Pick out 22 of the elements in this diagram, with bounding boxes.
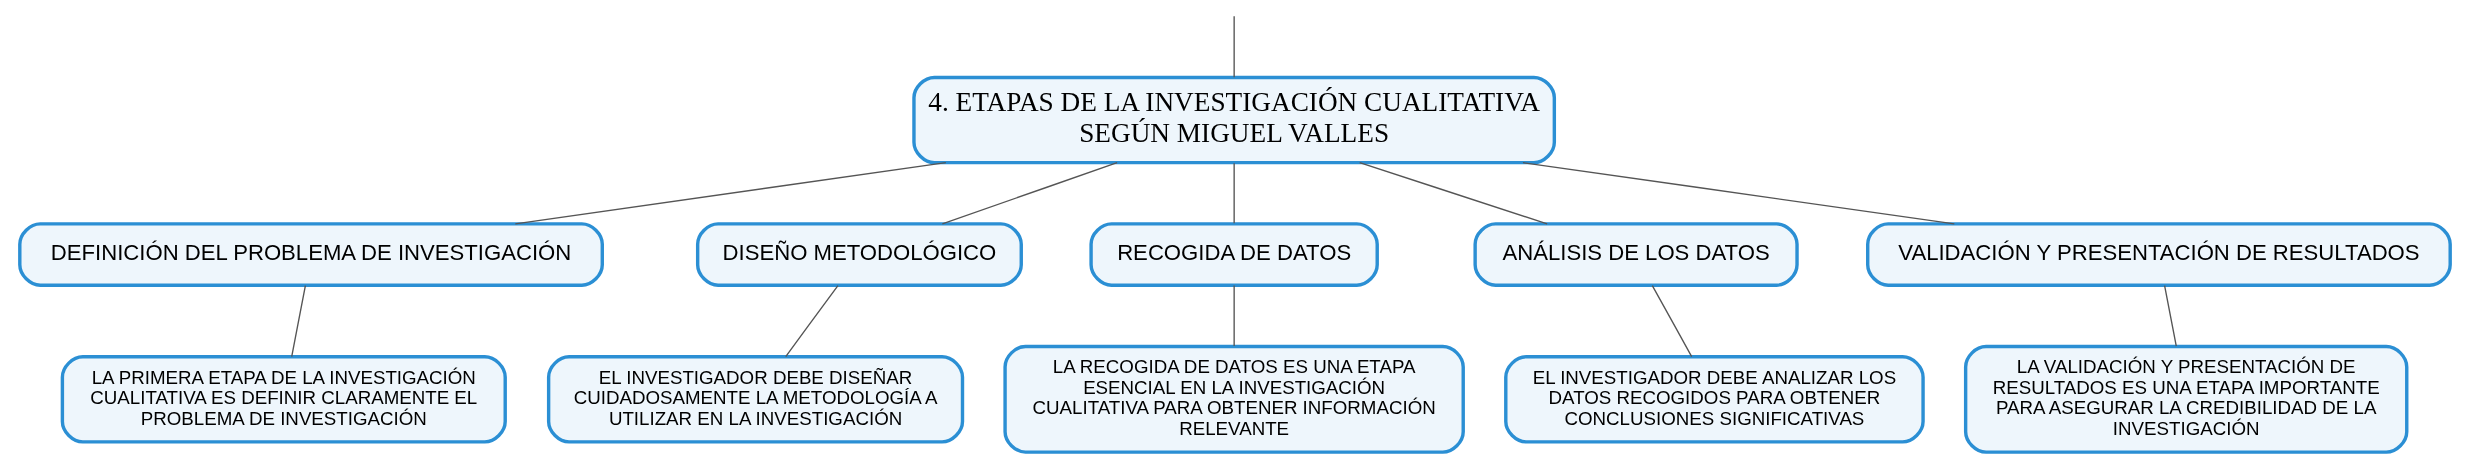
connector <box>784 284 839 358</box>
connector <box>290 284 306 358</box>
connector <box>1232 162 1235 224</box>
node-box: DISEÑO METODOLÓGICO <box>695 222 1023 287</box>
connector <box>1521 162 1955 225</box>
connector <box>1651 284 1692 358</box>
connector <box>1358 162 1548 225</box>
connector <box>514 162 947 225</box>
node-box: DEFINICIÓN DEL PROBLEMA DE INVESTIGACIÓN <box>17 222 604 287</box>
node-box: VALIDACIÓN Y PRESENTACIÓN DE RESULTADOS <box>1865 222 2452 287</box>
connector <box>1232 15 1235 78</box>
connector <box>941 162 1118 225</box>
connector <box>2163 284 2177 347</box>
node-box: EL INVESTIGADOR DEBE ANALIZAR LOS DATOS RECOGIDOS PARA OBTENER CONCLUSIONES SIGNIFICATIVAS <box>1503 355 1925 444</box>
node-box: EL INVESTIGADOR DEBE DISEÑAR CUIDADOSAMENTE LA METODOLOGÍA A UTILIZAR EN LA INVESTIGACIÓN <box>546 355 964 444</box>
connector <box>1232 284 1235 347</box>
node-box: LA PRIMERA ETAPA DE LA INVESTIGACIÓN CUALITATIVA ES DEFINIR CLARAMENTE EL PROBLEMA DE INVESTIGACIÓN <box>60 355 507 444</box>
node-box: LA RECOGIDA DE DATOS ES UNA ETAPA ESENCIAL EN LA INVESTIGACIÓN CUALITATIVA PARA OBTENER INFORMACIÓN RELEVANTE <box>1002 344 1465 454</box>
node-box: ANÁLISIS DE LOS DATOS <box>1472 222 1799 287</box>
node-box: RECOGIDA DE DATOS <box>1088 222 1379 287</box>
node-box: LA VALIDACIÓN Y PRESENTACIÓN DE RESULTADOS ES UNA ETAPA IMPORTANTE PARA ASEGURAR LA CREDIBILIDAD DE LA INVESTIGACIÓN <box>1963 344 2408 454</box>
node-box: 4. ETAPAS DE LA INVESTIGACIÓN CUALITATIVA SEGÚN MIGUEL VALLES <box>911 75 1556 165</box>
